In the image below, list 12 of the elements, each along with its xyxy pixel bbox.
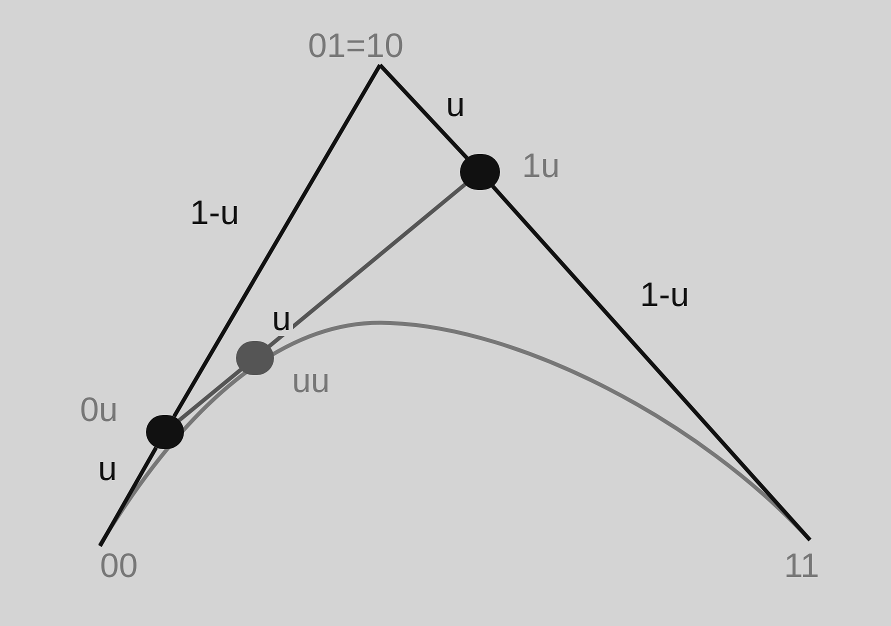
vertex-label: 11 — [784, 546, 834, 586]
line-segment — [491, 184, 812, 542]
vertex-label: 00 — [100, 546, 152, 586]
point-label: 0u — [80, 393, 118, 427]
line-segment — [98, 446, 158, 547]
line-segment — [378, 64, 468, 160]
line-segment — [172, 64, 382, 418]
vertex-label: 01=10 — [308, 26, 418, 65]
point-label: 1u — [522, 149, 560, 183]
line-segment — [268, 182, 467, 348]
point-label: uu — [292, 364, 330, 398]
line-segment — [178, 368, 242, 422]
